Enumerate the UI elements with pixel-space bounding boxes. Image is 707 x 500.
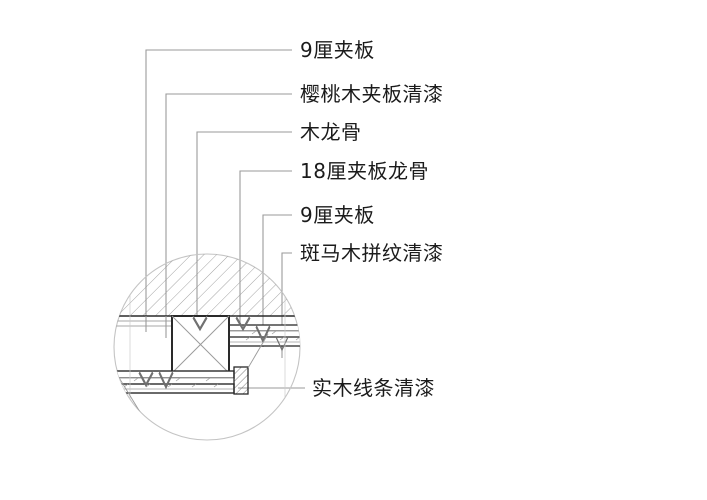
callout-label-solid-wood-trim-lacquer: 实木线条清漆	[312, 376, 435, 400]
left-ply-lines	[114, 320, 172, 327]
leader-entry-stubs	[145, 316, 167, 338]
leader-line-2	[165, 93, 292, 338]
callout-label-cherry-plywood-lacquer: 樱桃木夹板清漆	[300, 82, 444, 106]
callout-label-wood-keel: 木龙骨	[300, 120, 362, 144]
callout-label-zebrawood-pattern-lacquer: 斑马木拼纹清漆	[300, 241, 444, 265]
hatched-wall-region	[114, 254, 300, 317]
layer-arrow-markers	[138, 315, 289, 390]
center-post-batten	[171, 315, 230, 374]
callout-label-9mm-plywood-top: 9厘夹板	[300, 38, 375, 62]
leader-line-1	[145, 49, 292, 332]
trim-pointer-tick-2	[247, 333, 269, 369]
callout-label-18mm-plywood-keel: 18厘夹板龙骨	[300, 159, 429, 183]
trim-pointer-tick	[117, 375, 141, 413]
callout-label-9mm-plywood-lower: 9厘夹板	[300, 203, 375, 227]
detail-content	[114, 254, 300, 430]
leader-line-6	[281, 252, 292, 358]
solid-wood-trim-block	[233, 366, 249, 395]
leader-lines	[145, 49, 305, 389]
